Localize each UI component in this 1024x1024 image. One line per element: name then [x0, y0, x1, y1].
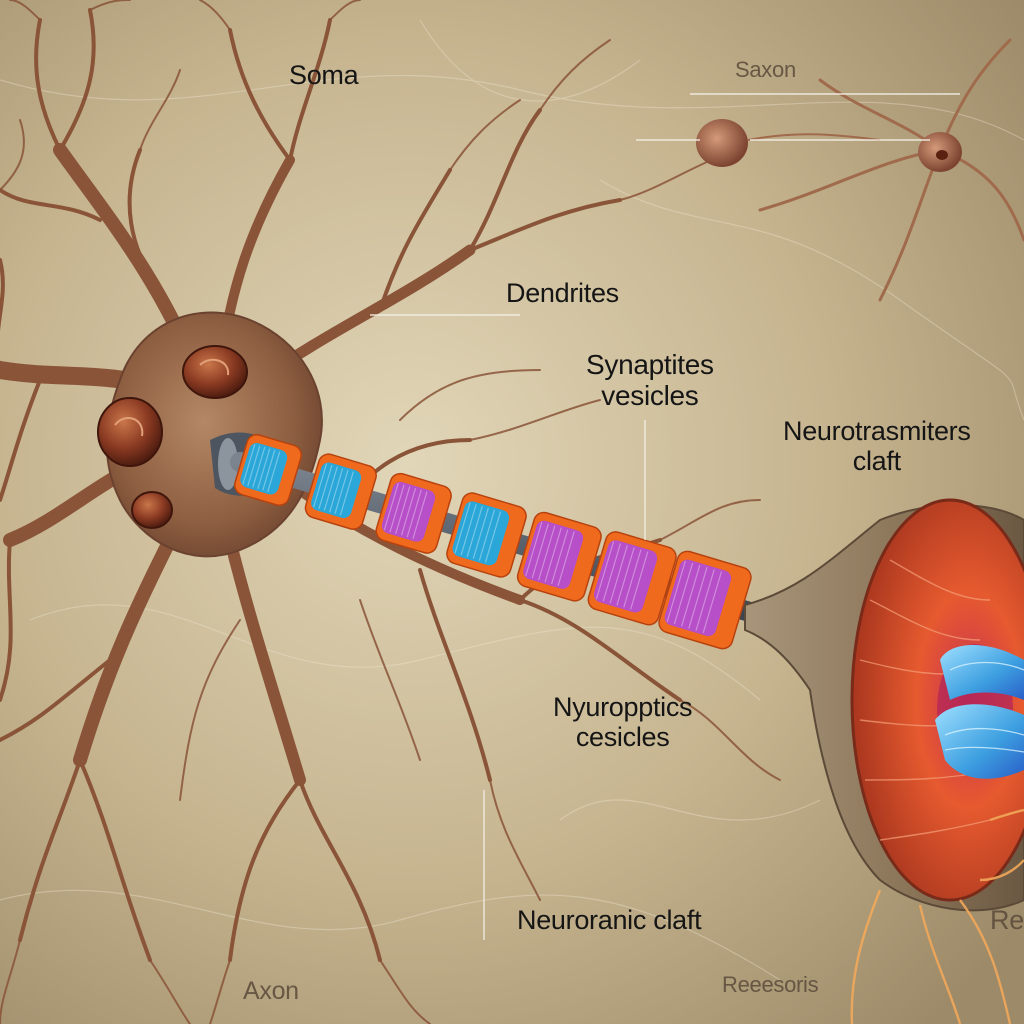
label-reeesoris: Reeesoris	[722, 972, 819, 997]
myelin-segment	[234, 433, 302, 507]
myelin-segment	[516, 511, 602, 602]
terminal-filaments	[850, 808, 1024, 1024]
background-fibers	[0, 19, 1024, 981]
label-dendrites: Dendrites	[506, 278, 619, 308]
label-neurotrasmiters-claft: Neurotrasmiters claft	[783, 416, 971, 476]
label-nyuropptics-cesicles: Nyuropptics cesicles	[553, 692, 693, 753]
label-nyuropptics-line2: cesicles	[575, 722, 670, 753]
myelin-segment	[658, 550, 752, 650]
label-saxon: Saxon	[735, 57, 796, 82]
label-nyuropptics-line1: Nyuropptics	[553, 692, 693, 722]
label-neurotrasmiters-line2: claft	[852, 446, 901, 477]
label-soma: Soma	[289, 60, 359, 90]
receptors	[935, 645, 1024, 779]
label-neurotrasmiters-line1: Neurotrasmiters	[783, 416, 971, 446]
label-synaptites-line1: Synaptites	[586, 349, 714, 380]
nuclei	[97, 345, 248, 529]
myelin-sheath	[234, 433, 752, 650]
myelin-segment	[446, 492, 527, 578]
leader-lines	[370, 93, 960, 940]
label-neuroranic-claft: Neuroranic claft	[517, 905, 702, 935]
myelin-segment	[375, 472, 452, 554]
label-synaptites-line2: vesicles	[601, 380, 699, 412]
label-synaptites-vesicles: Synaptites vesicles	[586, 349, 714, 412]
distant-neuron	[696, 38, 1024, 302]
myelin-segment	[587, 531, 677, 626]
label-re-edge: Re	[990, 905, 1024, 935]
myelin-segment	[304, 453, 377, 530]
label-axon: Axon	[243, 977, 299, 1005]
